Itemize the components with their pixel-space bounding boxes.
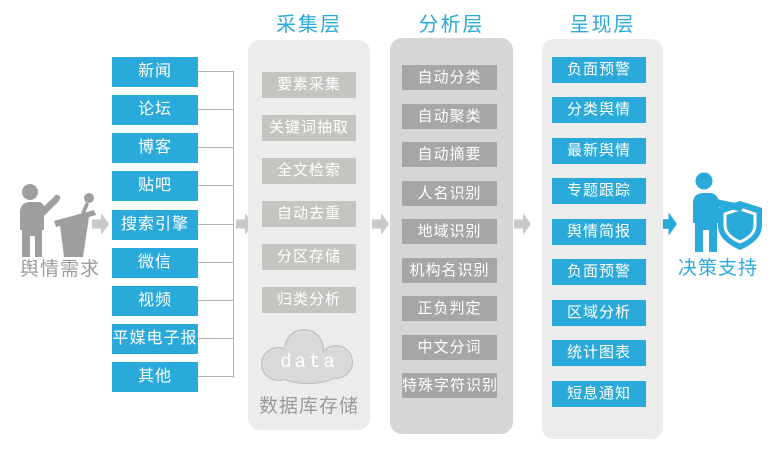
analyze-item: 机构名识别: [402, 258, 497, 283]
collect-item: 分区存储: [262, 244, 356, 270]
connector-line: [198, 300, 234, 301]
flow-arrow-icon: [514, 213, 531, 235]
analyze-item: 自动摘要: [402, 142, 497, 167]
decision-support-label: 决策支持: [677, 258, 758, 279]
speaker-podium-icon: [20, 184, 96, 257]
analyze-item: 自动分类: [402, 65, 497, 90]
present-item: 专题跟踪: [552, 178, 646, 204]
present-item: 负面预警: [552, 57, 646, 83]
present-item: 负面预警: [552, 259, 646, 285]
flow-arrow-icon: [372, 213, 389, 235]
layer-title-present: 呈现层: [569, 14, 636, 36]
analyze-item: 正负判定: [402, 296, 497, 321]
connector-line: [198, 147, 234, 148]
analyze-item: 中文分词: [402, 335, 497, 360]
cloud-data-label: data: [280, 351, 338, 373]
present-item: 分类舆情: [552, 97, 646, 123]
analyze-item: 地域识别: [402, 219, 497, 244]
connector-line: [198, 71, 234, 72]
source-box: 新闻: [112, 57, 198, 87]
collect-item: 要素采集: [262, 72, 356, 98]
connector-line: [198, 224, 234, 225]
panel-present-layer: 负面预警分类舆情最新舆情专题跟踪舆情简报负面预警区域分析统计图表短息通知: [542, 39, 663, 439]
present-item: 统计图表: [552, 340, 646, 366]
connector-vertical-line: [233, 72, 234, 378]
present-item: 区域分析: [552, 300, 646, 326]
source-box: 博客: [112, 133, 198, 163]
flow-arrow-blue-icon: [659, 212, 677, 236]
connector-line: [198, 376, 234, 377]
source-box: 微信: [112, 248, 198, 278]
source-box: 视频: [112, 286, 198, 316]
layer-title-collect: 采集层: [276, 14, 342, 36]
source-box: 其他: [112, 362, 198, 392]
flow-arrow-icon: [92, 213, 109, 235]
source-box: 贴吧: [112, 171, 198, 201]
connector-line: [198, 185, 234, 186]
collect-item: 全文检索: [262, 158, 356, 184]
analyze-item: 自动聚类: [402, 104, 497, 129]
panel-analyze-layer: 自动分类自动聚类自动摘要人名识别地域识别机构名识别正负判定中文分词特殊字符识别: [390, 38, 513, 434]
connector-line: [198, 109, 234, 110]
panel-collect-layer: data 数据库存储 要素采集关键词抽取全文检索自动去重分区存储归类分析: [248, 40, 370, 430]
analyze-item: 人名识别: [402, 181, 497, 206]
present-item: 舆情简报: [552, 219, 646, 245]
connector-line: [198, 338, 234, 339]
connector-line: [198, 262, 234, 263]
data-cloud-icon: data: [261, 329, 353, 384]
person-shield-icon: [693, 172, 762, 252]
layer-title-analyze: 分析层: [418, 14, 485, 36]
present-item: 短息通知: [552, 381, 646, 407]
database-storage-label: 数据库存储: [258, 396, 359, 417]
collect-item: 归类分析: [262, 287, 356, 313]
collect-item: 关键词抽取: [262, 115, 356, 141]
collect-item: 自动去重: [262, 201, 356, 227]
source-box: 搜索引擎: [112, 210, 198, 240]
present-item: 最新舆情: [552, 138, 646, 164]
source-box: 论坛: [112, 95, 198, 125]
analyze-item: 特殊字符识别: [402, 373, 497, 398]
source-box: 平媒电子报: [112, 324, 198, 354]
demand-label: 舆情需求: [19, 259, 100, 280]
